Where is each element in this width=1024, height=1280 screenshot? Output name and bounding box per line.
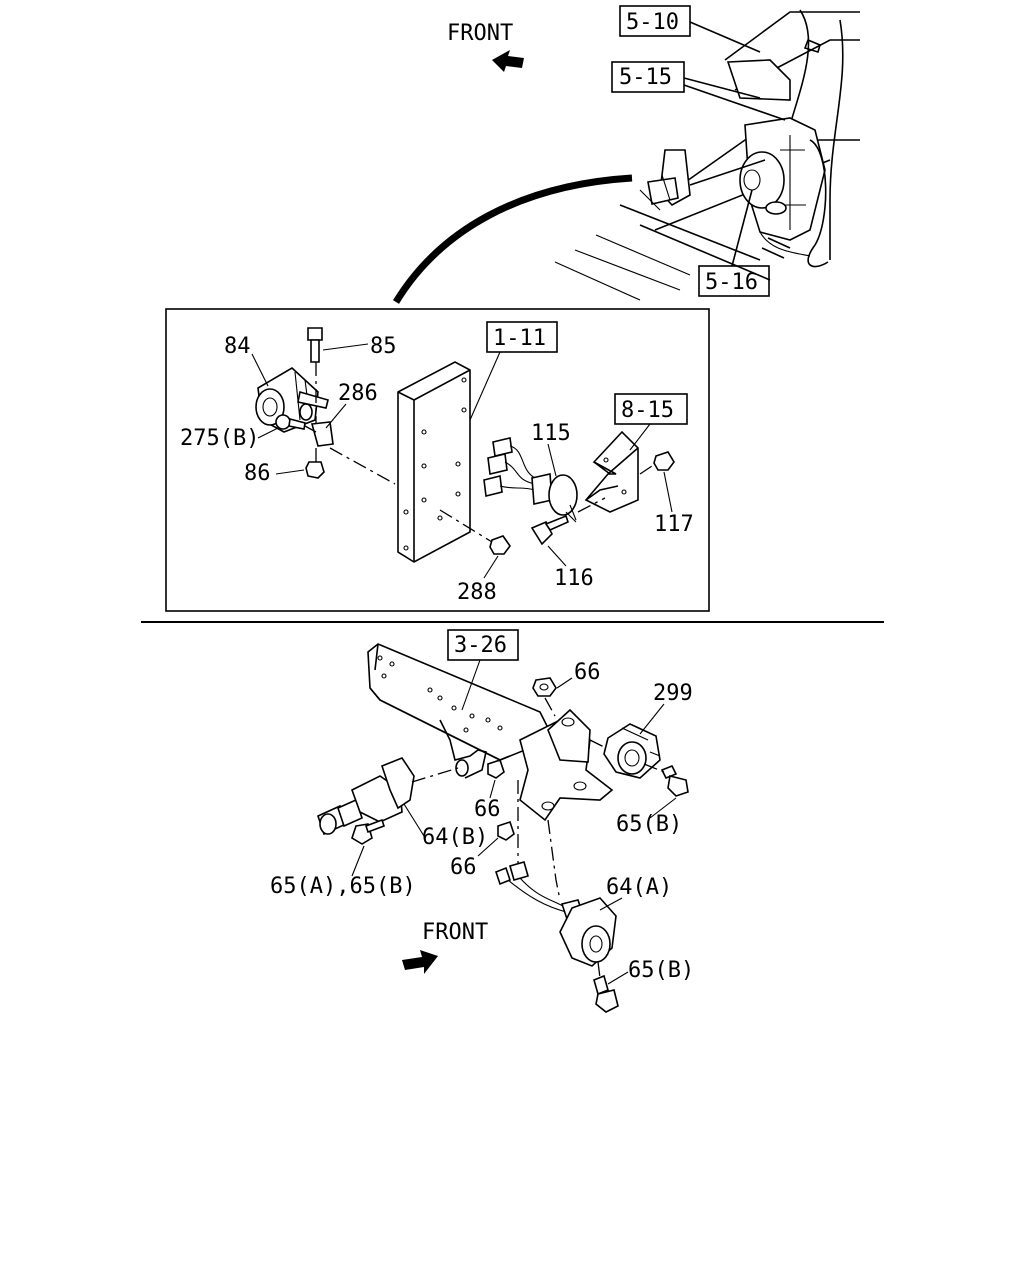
callout-65b-bottom: 65(B) bbox=[628, 958, 694, 983]
transmission-overview-drawing bbox=[554, 9, 860, 301]
part-66-top-drawing bbox=[532, 677, 557, 697]
callout-286: 286 bbox=[338, 381, 378, 406]
part-65a-65b-drawing bbox=[351, 818, 386, 845]
callout-117: 117 bbox=[654, 512, 694, 537]
part-64a-drawing bbox=[495, 861, 617, 967]
bracket-1-11-drawing bbox=[397, 361, 471, 563]
part-115-drawing bbox=[483, 437, 578, 523]
front-label-bottom: FRONT bbox=[422, 920, 488, 945]
callout-299: 299 bbox=[653, 681, 693, 706]
ref-3-26-label: 3-26 bbox=[454, 633, 507, 658]
part-86-drawing bbox=[305, 461, 325, 479]
part-85-drawing bbox=[307, 327, 323, 363]
detail-leader-arc bbox=[393, 174, 633, 304]
part-84-drawing bbox=[255, 367, 329, 433]
ref-1-11-label: 1-11 bbox=[493, 326, 546, 351]
part-288-drawing bbox=[489, 535, 511, 555]
ref-5-10: 5-10 bbox=[619, 5, 761, 53]
callout-115: 115 bbox=[531, 421, 571, 446]
callout-86: 86 bbox=[244, 461, 271, 486]
ref-5-16: 5-16 bbox=[698, 189, 770, 297]
callout-66-middle: 66 bbox=[474, 797, 501, 822]
detail-frame bbox=[165, 308, 710, 612]
bracket-8-15-drawing bbox=[584, 430, 639, 513]
part-299-drawing bbox=[603, 723, 661, 779]
front-arrow-top-icon bbox=[492, 50, 524, 72]
part-66-middle-drawing bbox=[487, 758, 505, 779]
front-indicator-bottom: FRONT bbox=[402, 920, 488, 974]
callout-66-lower: 66 bbox=[450, 855, 477, 880]
part-275b-drawing bbox=[275, 414, 306, 430]
part-65b-right-drawing bbox=[660, 764, 689, 797]
callout-288: 288 bbox=[457, 580, 497, 605]
ref-5-16-label: 5-16 bbox=[705, 270, 758, 295]
part-65b-bottom-drawing bbox=[593, 974, 619, 1013]
front-label-top: FRONT bbox=[447, 21, 513, 46]
front-indicator-top: FRONT bbox=[447, 21, 524, 72]
callout-84: 84 bbox=[224, 334, 251, 359]
part-64b-drawing bbox=[317, 757, 415, 836]
part-66-lower-drawing bbox=[497, 820, 515, 841]
callout-66-top: 66 bbox=[574, 660, 601, 685]
part-286-drawing bbox=[310, 421, 334, 447]
ref-5-15-label: 5-15 bbox=[619, 65, 672, 90]
ref-8-15-label: 8-15 bbox=[621, 398, 674, 423]
callout-85: 85 bbox=[370, 334, 397, 359]
crossmember-3-26-drawing bbox=[367, 643, 614, 822]
callout-65b-right: 65(B) bbox=[616, 812, 682, 837]
front-arrow-bottom-icon bbox=[402, 950, 438, 974]
callout-275b: 275(B) bbox=[180, 426, 259, 451]
callout-64b: 64(B) bbox=[422, 825, 488, 850]
callout-64a: 64(A) bbox=[606, 875, 672, 900]
part-116-drawing bbox=[530, 514, 569, 546]
callout-116: 116 bbox=[554, 566, 594, 591]
ref-5-10-label: 5-10 bbox=[626, 10, 679, 35]
callout-65a-65b: 65(A),65(B) bbox=[270, 874, 416, 899]
part-117-drawing bbox=[653, 451, 675, 471]
ref-5-15: 5-15 bbox=[611, 61, 786, 121]
